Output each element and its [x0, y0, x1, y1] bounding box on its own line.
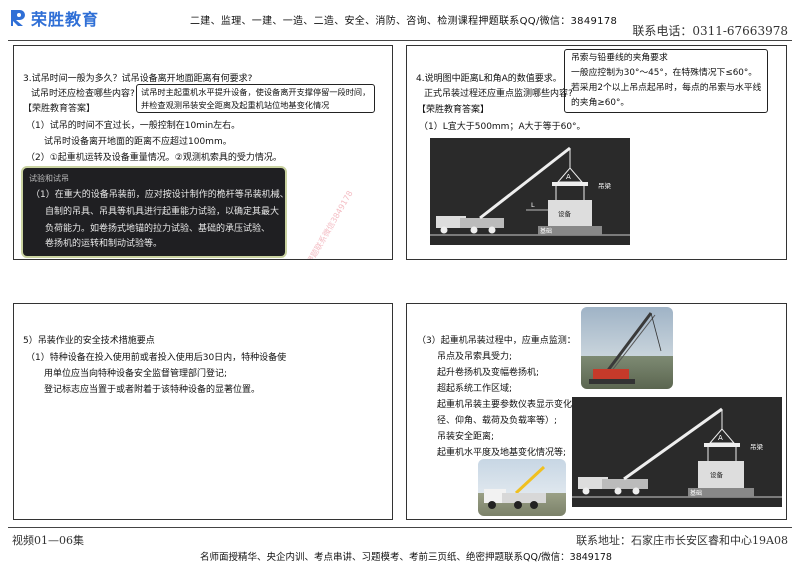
video-episode-label: 视频01—06集 — [12, 534, 84, 547]
slide-panel-safety-measures: 5）吊装作业的安全技术措施要点 （1）特种设备在投入使用前或者投入使用后30日内… — [13, 303, 393, 520]
sling-angle-note: 吊索与铅垂线的夹角要求 一般应控制为30°～45°，在特殊情况下≤60°。 若采… — [564, 49, 769, 113]
answer-line: （1）试吊的时间不宜过长，一般控制在10min左右。 — [26, 121, 241, 131]
brand-logo: 荣胜教育 — [8, 6, 99, 30]
foundation-label: 基础 — [690, 489, 702, 497]
highlight-line: 卷扬机的运转和制动试验等。 — [45, 239, 163, 249]
equipment-label: 设备 — [558, 209, 572, 218]
angle-label: A — [718, 434, 723, 442]
angle-label: A — [566, 173, 571, 181]
question-text-2: 正式吊装过程还应重点监测哪些内容? — [424, 89, 573, 99]
hook-label: 吊梁 — [598, 181, 612, 190]
slide-panel-trial-lift: 3.试吊时间一般为多久？试吊设备离开地面距离有何要求? 试吊时还应检查哪些内容?… — [13, 45, 393, 260]
annotation-note: 试吊时主起重机水平提升设备，使设备离开支撑停留一段时间， 并检查观测吊装安全距离… — [136, 84, 376, 113]
body-line: （1）特种设备在投入使用前或者投入使用后30日内，特种设备使 — [26, 353, 287, 363]
crane-diagram-2-svg: A 吊梁 设备 基础 — [572, 407, 782, 498]
answer-line: （1）L宜大于500mm；A大于等于60°。 — [419, 122, 586, 132]
crane-boom — [479, 146, 571, 220]
monitor-item: 超起系统工作区域; — [437, 384, 513, 394]
body-line: 登记标志应当置于或者附着于该特种设备的显著位置。 — [44, 385, 261, 395]
note-line: 的夹角≥60°。 — [571, 98, 630, 108]
crane-diagram-svg: A 吊梁 设备 基础 L — [430, 146, 630, 236]
highlight-line: 自制的吊具、吊具等机具进行起重能力试验，以确定其最大 — [45, 207, 280, 217]
highlight-label: 试验和试吊 — [29, 174, 69, 183]
distance-label: L — [531, 201, 535, 209]
lifting-beam — [704, 443, 740, 447]
note-line: 若采用2个以上吊点起吊时，每点的吊索与水平线 — [571, 83, 762, 93]
equipment-label: 设备 — [710, 470, 724, 479]
answer-heading: 【荣胜教育答案】 — [417, 105, 490, 115]
brand-logo-icon — [11, 10, 25, 26]
header-divider — [8, 40, 792, 41]
highlight-box: 试验和试吊 （1）在重大的设备吊装前，应对按设计制作的桅杆等吊装机械、 自制的吊… — [21, 166, 289, 258]
foundation-block — [688, 488, 754, 497]
answer-line: （2）①起重机运转及设备重量情况。②观测机索具的受力情况。 — [26, 153, 282, 163]
annotation-line: 并检查观测吊装安全距离及起重机站位地基变化情况 — [141, 99, 330, 110]
monitor-item: 起重机吊装主要参数仪表显示变化情况（吊臂长度、工作半 — [437, 400, 672, 410]
contact-phone: 联系电话：0311-67663978 — [632, 24, 788, 38]
body-line: 用单位应当向特种设备安全监督管理部门登记; — [44, 369, 228, 379]
equipment-block — [698, 461, 744, 488]
section-title: 5）吊装作业的安全技术措施要点 — [23, 336, 155, 346]
question-text: 3.试吊时间一般为多久？试吊设备离开地面距离有何要求? — [23, 74, 253, 84]
slide-panel-monitoring: （3）起重机吊装过程中，应重点监测： 吊点及吊索具受力; 起升卷扬机及变幅卷扬机… — [406, 303, 787, 520]
annotation-line: 试吊时主起重机水平提升设备，使设备离开支撑停留一段时间， — [141, 87, 371, 97]
crane-truck-body — [460, 218, 504, 228]
hook-label: 吊梁 — [750, 442, 764, 451]
note-title: 吊索与铅垂线的夹角要求 — [571, 53, 668, 63]
highlight-line: （1）在重大的设备吊装前，应对按设计制作的桅杆等吊装机械、 — [31, 190, 289, 200]
crane-boom — [623, 407, 723, 481]
footer-divider — [8, 527, 792, 528]
monitor-item: 吊点及吊索具受力; — [437, 352, 513, 362]
answer-line: 试吊时设备离开地面的距离不应超过100mm。 — [44, 137, 232, 147]
crawler-crane-photo — [581, 307, 673, 389]
answer-heading: 【荣胜教育答案】 — [23, 104, 96, 114]
watermark-text: 荣胜教育押题联系微信3849178 — [289, 189, 355, 260]
top-banner: 二建、监理、一建、一造、二造、安全、消防、咨询、检测课程押题联系QQ/微信：38… — [190, 16, 618, 27]
crane-diagram-2: A 吊梁 设备 基础 — [572, 397, 782, 507]
bottom-banner: 名师面授精华、央企内训、考点串讲、习题模考、考前三页纸、绝密押题联系QQ/微信：… — [200, 552, 612, 563]
monitor-item: 起重机水平度及地基变化情况等; — [437, 448, 567, 458]
foundation-label: 基础 — [540, 227, 552, 235]
note-line: 一般应控制为30°～45°，在特殊情况下≤60°。 — [571, 68, 758, 78]
monitor-item: 吊装安全距离; — [437, 432, 495, 442]
monitor-item: 径、仰角、载荷及负载率等）; — [437, 416, 558, 426]
section-title: （3）起重机吊装过程中，应重点监测： — [417, 336, 576, 346]
foundation-block — [538, 226, 602, 235]
question-text: 4.说明图中距离L和角A的数值要求。 — [416, 74, 562, 84]
crane-truck-cab — [436, 216, 466, 228]
question-text-2: 试吊时还应检查哪些内容? — [31, 89, 135, 99]
monitor-item: 起升卷扬机及变幅卷扬机; — [437, 368, 540, 378]
crane-diagram: A 吊梁 设备 基础 L — [430, 138, 630, 245]
equipment-block — [548, 200, 592, 226]
highlight-line: 负荷能力。如卷扬式地锚的拉力试验、基础的承压试验、 — [45, 224, 271, 234]
lifting-beam — [552, 182, 588, 186]
contact-address: 联系地址：石家庄市长安区睿和中心19A08 — [576, 534, 788, 547]
truck-crane-photo — [478, 459, 566, 516]
slide-panel-lift-distance: 吊索与铅垂线的夹角要求 一般应控制为30°～45°，在特殊情况下≤60°。 若采… — [406, 45, 787, 260]
brand-name: 荣胜教育 — [31, 10, 100, 29]
